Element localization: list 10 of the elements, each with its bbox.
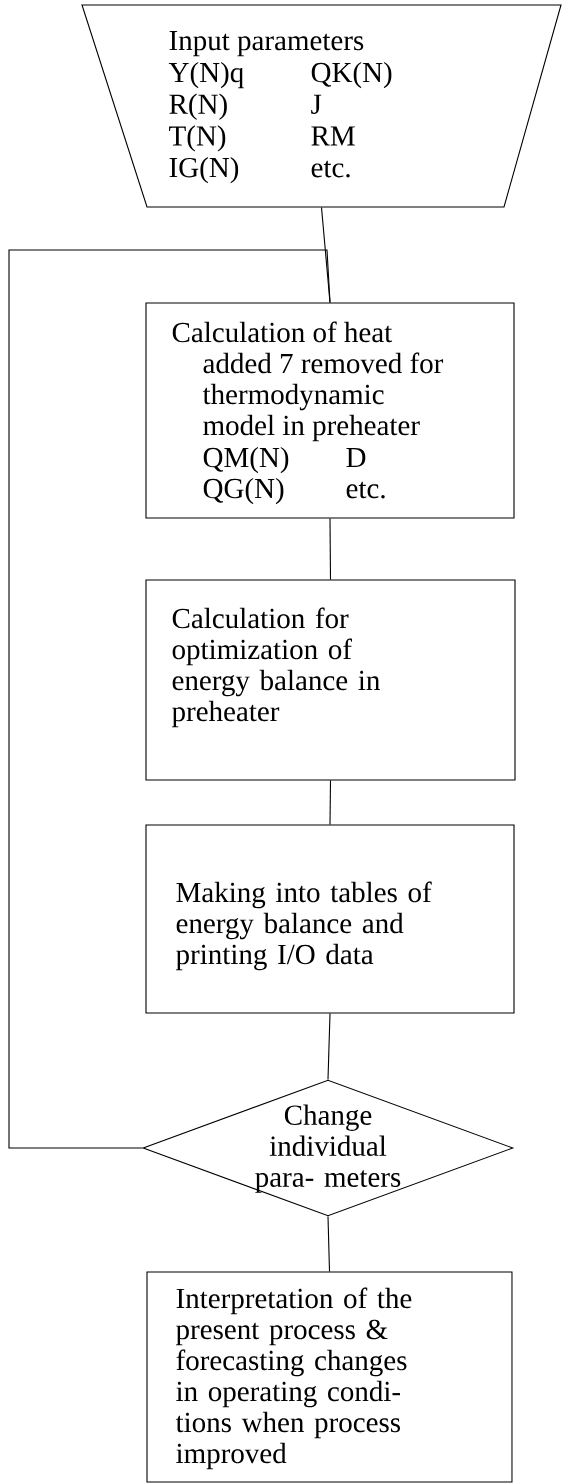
connector-line	[329, 780, 332, 825]
process-box: Making into tables of energy balance and printing I/O data	[145, 824, 515, 1014]
process-box: Calculation of heat added 7 removed for thermodynamic model in preheater QM(N) D QG(N) etc.	[145, 302, 515, 519]
input-trapezoid: Input parameters Y(N)q QK(N) R(N) J T(N) RM IG(N) etc.	[81, 4, 562, 208]
connector-line	[329, 518, 332, 580]
connector-line	[327, 1013, 331, 1080]
process-box: Calculation for optimization of energy balance in preheater	[145, 579, 516, 781]
connector-line	[327, 1216, 331, 1272]
connector-line	[8, 249, 331, 1149]
process-box: Interpretation of the present process & forecasting changes in operating condi- tions when process improved	[146, 1271, 513, 1483]
